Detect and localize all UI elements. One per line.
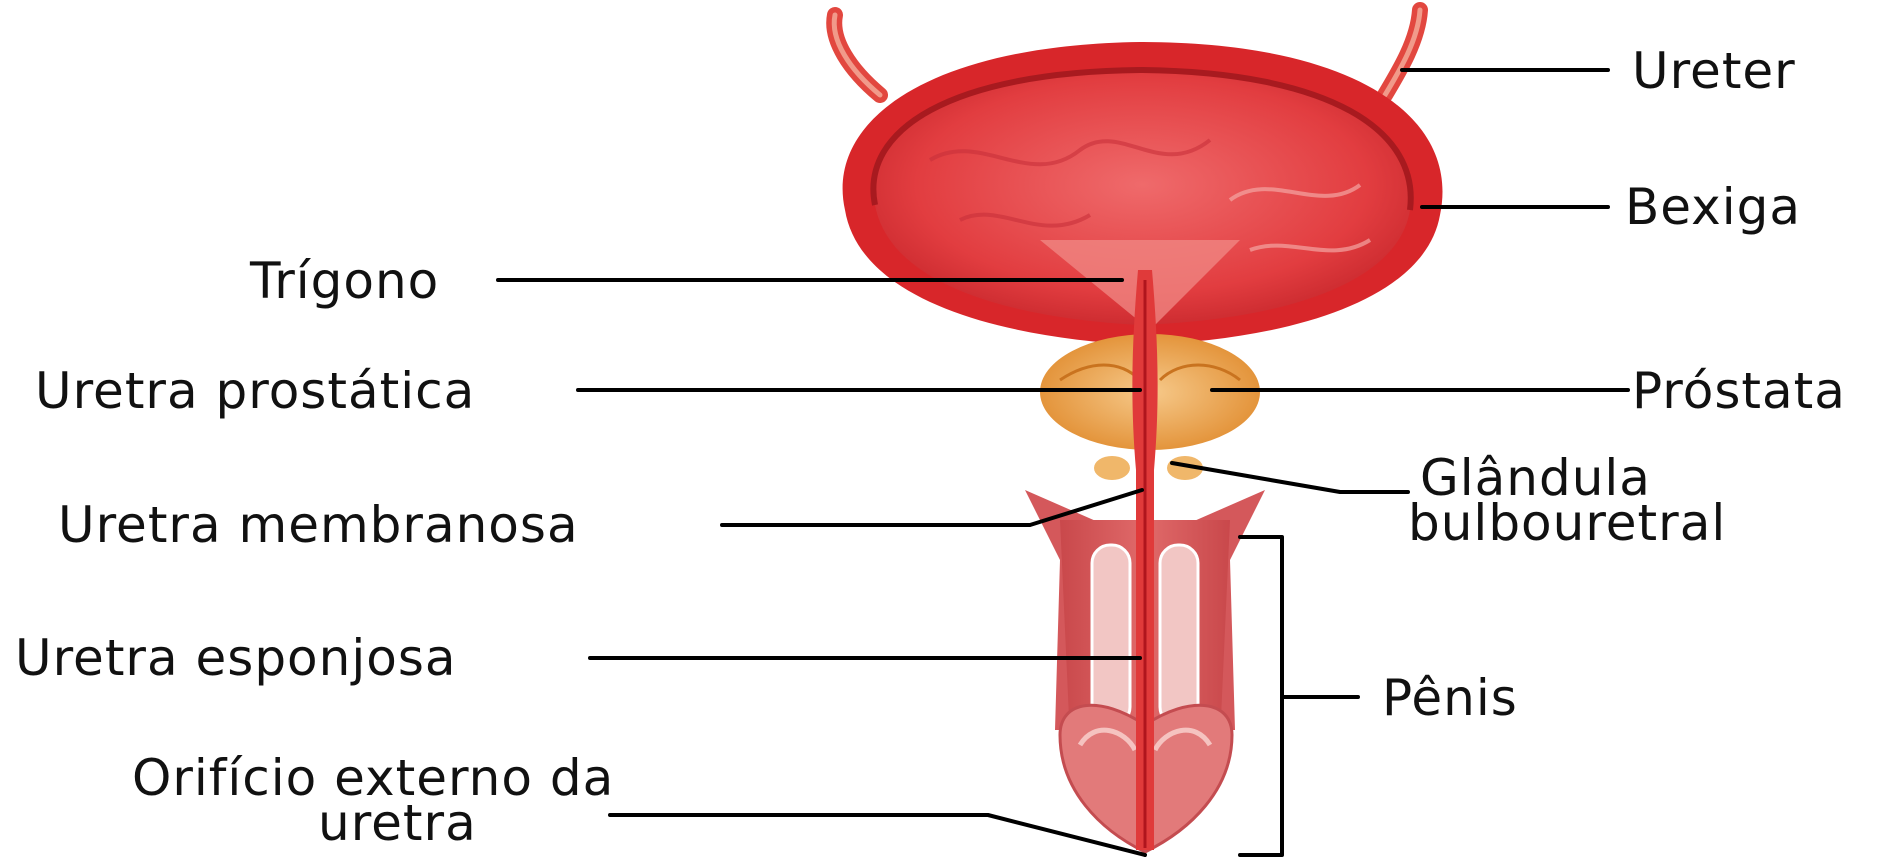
leader-glandula xyxy=(1172,463,1408,492)
label-uretra-membranosa: Uretra membranosa xyxy=(58,496,579,554)
label-ureter: Ureter xyxy=(1632,42,1796,100)
label-uretra-prostatica: Uretra prostática xyxy=(35,362,475,420)
label-glandula-line2: bulbouretral xyxy=(1408,494,1726,552)
label-orificio-line2: uretra xyxy=(318,794,477,852)
penis-bracket xyxy=(1240,537,1282,855)
label-penis: Pênis xyxy=(1382,669,1518,727)
label-uretra-esponjosa: Uretra esponjosa xyxy=(15,629,457,687)
urethra xyxy=(1132,270,1157,850)
label-bexiga: Bexiga xyxy=(1625,178,1801,236)
label-trigono: Trígono xyxy=(249,252,439,310)
leader-orificio xyxy=(610,815,1145,855)
label-prostata: Próstata xyxy=(1632,362,1846,420)
